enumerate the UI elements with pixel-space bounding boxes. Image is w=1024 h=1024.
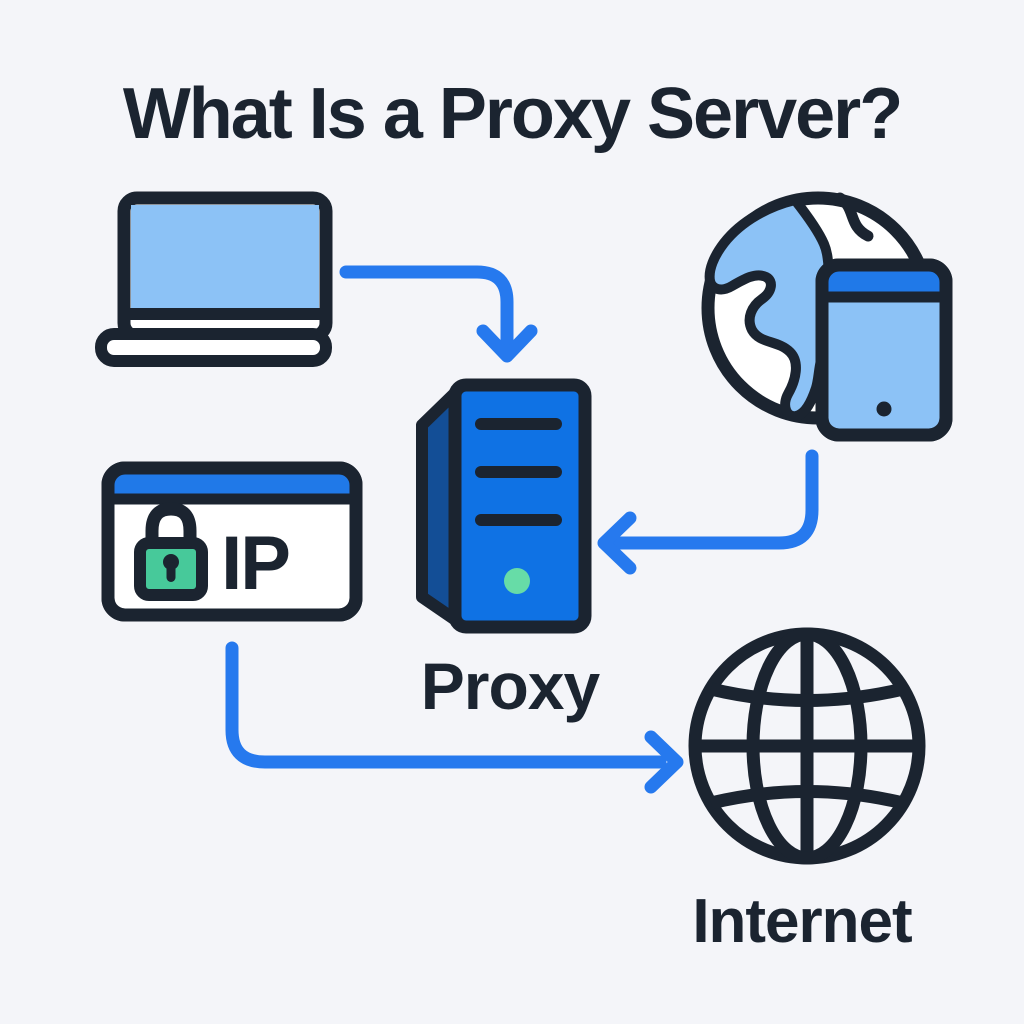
- arrow-shaft: [225, 641, 667, 769]
- arrow-shaft: [609, 449, 819, 550]
- laptop-base: [95, 328, 332, 367]
- laptop-icon: [95, 191, 333, 367]
- server-front: [448, 378, 592, 634]
- lock-keyhole-stem: [166, 562, 176, 582]
- arrow-shaft: [339, 265, 514, 353]
- internet-globe-latitude-top: [709, 682, 905, 707]
- proxy-label: Proxy: [421, 649, 601, 723]
- internet-globe-latitude-bottom: [709, 785, 905, 810]
- internet-label: Internet: [692, 887, 912, 956]
- globe-coastline: [834, 192, 874, 242]
- globe-tablet-icon: [701, 191, 953, 442]
- ip-card-topbar: [108, 468, 356, 499]
- globe-wireframe-icon: [688, 627, 926, 865]
- ip-lock-card-icon: IP: [101, 461, 363, 622]
- tablet-topbar: [822, 265, 946, 297]
- arrowhead-left-icon: [597, 511, 637, 575]
- tablet-outline: [815, 258, 953, 442]
- arrowhead-right-icon: [644, 730, 684, 794]
- server-tower-icon: [416, 378, 592, 634]
- arrow-ip-to-internet: [225, 641, 684, 794]
- tablet-camera-dot: [876, 401, 892, 417]
- ip-label: IP: [221, 521, 289, 606]
- arrow-laptop-to-proxy: [339, 265, 538, 363]
- arrow-device-to-proxy: [597, 449, 819, 575]
- server-power-led: [504, 568, 530, 594]
- arrowhead-down-icon: [476, 324, 538, 363]
- laptop-screen: [131, 205, 319, 308]
- ip-card-outline: [101, 461, 363, 622]
- lock-shackle: [145, 502, 197, 546]
- lock-icon: [134, 502, 208, 601]
- diagram-title: What Is a Proxy Server?: [123, 74, 901, 154]
